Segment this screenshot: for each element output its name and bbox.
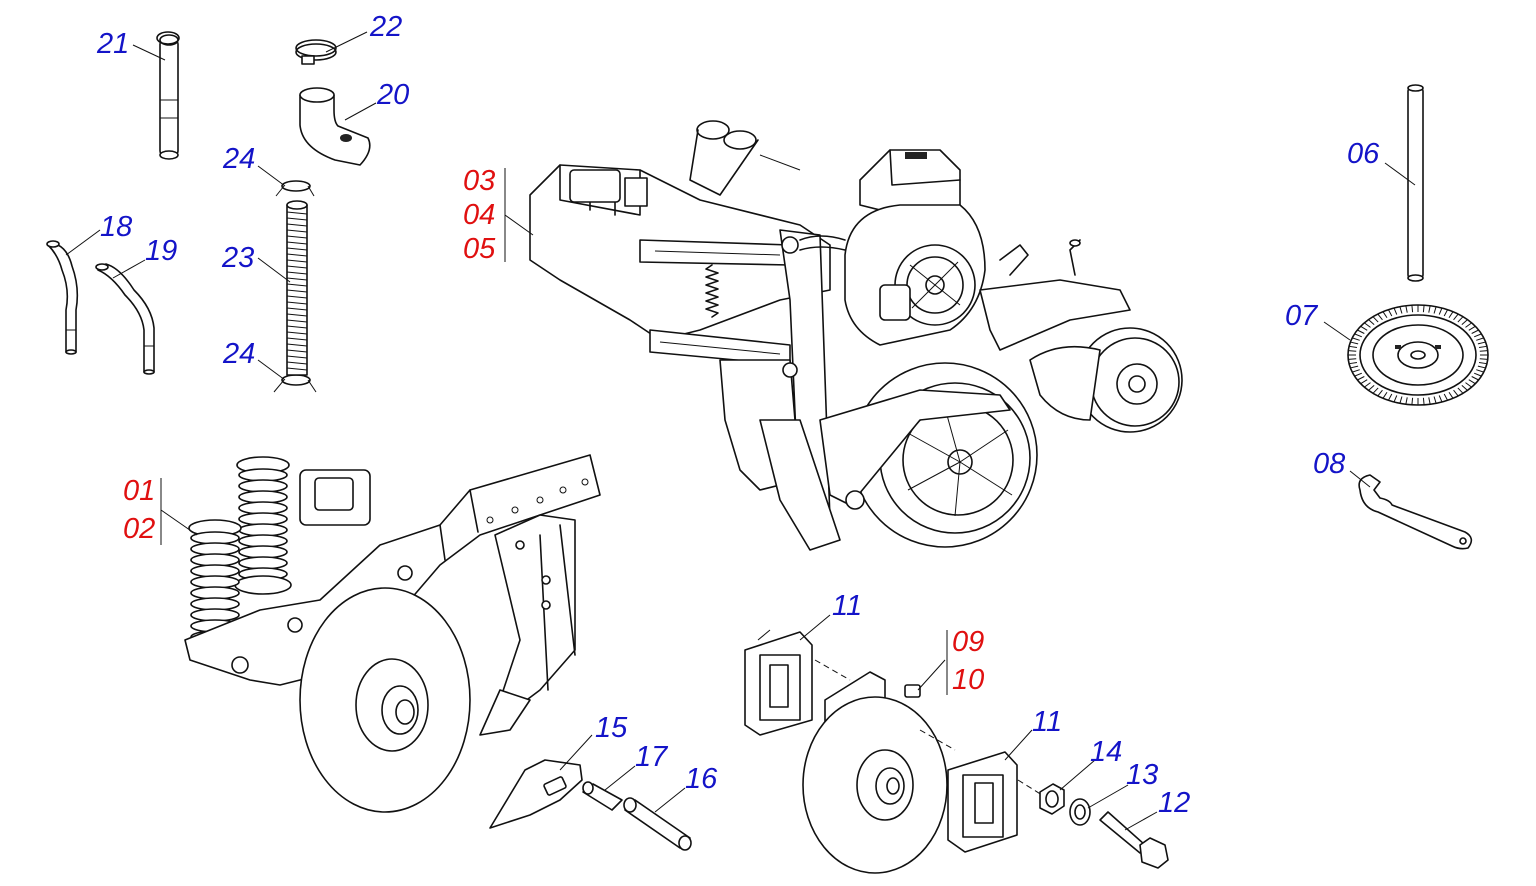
label-14: 14 <box>1090 736 1122 768</box>
label-20: 20 <box>376 79 409 111</box>
part-13-washer <box>1069 798 1091 826</box>
label-23: 23 <box>221 242 254 274</box>
part-23-corrugated-hose <box>286 200 308 376</box>
part-12-bolt <box>1099 811 1169 869</box>
label-21: 21 <box>96 28 129 60</box>
label-10: 10 <box>952 664 984 696</box>
label-02: 02 <box>123 513 155 545</box>
label-19: 19 <box>145 235 177 267</box>
part-06-rod <box>1407 84 1424 282</box>
label-11-right: 11 <box>1032 706 1062 738</box>
label-22: 22 <box>369 11 402 43</box>
label-11-left: 11 <box>832 590 862 622</box>
part-14-nut <box>1039 783 1065 815</box>
label-03: 03 <box>463 165 495 197</box>
part-15-share <box>489 759 583 829</box>
part-16-bushing <box>623 797 692 851</box>
main-sowing-unit-assembly <box>504 120 1183 551</box>
front-coulter-assembly <box>160 454 601 813</box>
label-24-top: 24 <box>222 143 255 175</box>
label-13: 13 <box>1126 759 1158 791</box>
label-18: 18 <box>100 211 132 243</box>
label-09: 09 <box>952 626 984 658</box>
part-21-tube <box>156 31 180 160</box>
part-24-clamp-top <box>275 180 315 197</box>
label-05: 05 <box>463 233 496 265</box>
label-16: 16 <box>685 763 718 795</box>
label-17: 17 <box>635 741 669 773</box>
part-11-mounting-plate-right <box>947 751 1043 853</box>
part-08-wrench <box>1358 474 1473 550</box>
label-24-bottom: 24 <box>222 338 255 370</box>
part-07-seed-disc <box>1347 304 1489 406</box>
part-20-elbow <box>299 87 371 166</box>
label-15: 15 <box>595 712 628 744</box>
part-11-mounting-plate-left <box>744 629 851 736</box>
label-01: 01 <box>123 475 155 507</box>
part-09-10-disc-opener <box>802 671 956 874</box>
leader-lines <box>65 31 1416 831</box>
label-08: 08 <box>1313 448 1345 480</box>
part-labels: 21 22 20 24 18 19 23 24 03 04 05 06 07 0… <box>96 11 1380 819</box>
label-04: 04 <box>463 199 495 231</box>
label-07: 07 <box>1285 300 1319 332</box>
label-12: 12 <box>1158 787 1190 819</box>
part-24-clamp-bottom <box>273 374 317 393</box>
part-18-bent-tube <box>46 240 79 355</box>
part-22-clamp <box>295 39 337 65</box>
label-06: 06 <box>1347 138 1380 170</box>
part-17-pin <box>582 781 623 811</box>
part-19-bent-tube <box>95 263 155 375</box>
